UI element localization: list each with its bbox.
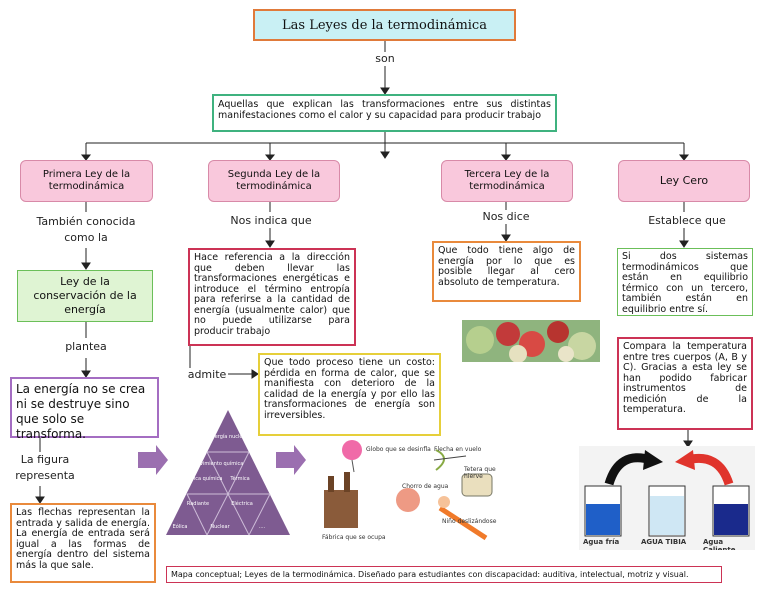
entropy-box: Hace referencia a la dirección que deben… bbox=[188, 248, 356, 346]
beakers-svg bbox=[584, 450, 750, 537]
cold-water-icon bbox=[586, 504, 620, 535]
warm-water-icon bbox=[650, 496, 684, 535]
energy-statement-box: La energía no se crea ni se destruye sin… bbox=[10, 377, 159, 441]
energy-scene-svg bbox=[324, 440, 493, 541]
first-law-link1: También conocida como la bbox=[36, 215, 136, 244]
slide-icon bbox=[438, 505, 488, 541]
frozen-fruit-photo bbox=[462, 320, 600, 362]
scene-caption-1: Flecha en vuelo bbox=[434, 446, 482, 453]
thermometer-text: Compara la temperatura entre tres cuerpo… bbox=[623, 341, 747, 415]
irreversible-text: Que todo proceso tiene un costo: pérdida… bbox=[264, 357, 435, 421]
second-law-link1: Nos indica que bbox=[230, 214, 312, 227]
pyramid-label-0: Energía nuclear bbox=[208, 433, 248, 440]
irreversible-box: Que todo proceso tiene un costo: pérdida… bbox=[258, 353, 441, 436]
beaker-label-hot: Agua Caliente bbox=[703, 538, 736, 550]
first-law-title-text: Primera Ley de la termodinámica bbox=[42, 169, 131, 192]
pyramid-label-3: Térmica bbox=[229, 475, 249, 482]
scene-caption-5: Niño deslizándose bbox=[442, 518, 497, 525]
footer-caption-text: Mapa conceptual; Leyes de la termodinámi… bbox=[171, 570, 689, 579]
hot-water-icon bbox=[714, 504, 748, 535]
pyramid-label-2: Eléctrica química bbox=[180, 475, 223, 482]
beaker-label-warm: AGUA TIBIA bbox=[641, 538, 687, 546]
energy-statement-text: La energía no se crea ni se destruye sin… bbox=[16, 382, 146, 441]
conservation-box: Ley de la conservación de la energía bbox=[17, 270, 153, 322]
beakers-illustration: Agua fría AGUA TIBIA Agua Caliente bbox=[579, 446, 755, 550]
zero-law-title-text: Ley Cero bbox=[659, 174, 709, 187]
first-law-link2: plantea bbox=[65, 340, 107, 353]
first-law-title: Primera Ley de la termodinámica bbox=[20, 160, 153, 202]
scene-caption-3: Chorro de agua bbox=[402, 483, 449, 490]
beaker-label-cold: Agua fría bbox=[583, 538, 620, 546]
map-title-text: Las Leyes de la termodinámica bbox=[282, 17, 487, 33]
entropy-text: Hace referencia a la dirección que deben… bbox=[194, 252, 350, 337]
equilibrium-box: Si dos sistemas termodinámicos que están… bbox=[617, 248, 753, 316]
figure-note-box: Las flechas representan la entrada y sal… bbox=[10, 503, 156, 583]
zero-law-link1: Establece que bbox=[648, 214, 726, 227]
pyramid-label-7: Nuclear bbox=[210, 524, 230, 530]
thermometer-box: Compara la temperatura entre tres cuerpo… bbox=[617, 337, 753, 430]
scene-caption-4: Fábrica que se ocupa bbox=[322, 534, 386, 541]
absolute-zero-box: Que todo tiene algo de energía por lo qu… bbox=[432, 241, 581, 302]
definition-box: Aquellas que explican las transformacion… bbox=[212, 94, 557, 132]
arrow-out-icon bbox=[276, 445, 306, 475]
second-law-title-text: Segunda Ley de la termodinámica bbox=[227, 169, 321, 192]
connector-son: son bbox=[375, 52, 395, 65]
pyramid-label-6: Eólica bbox=[173, 523, 188, 530]
first-law-link3: La figura representa bbox=[15, 453, 75, 482]
second-law-title: Segunda Ley de la termodinámica bbox=[208, 160, 340, 202]
scene-caption-0: Globo que se desinfla bbox=[366, 446, 431, 453]
pyramid-label-1: Movimiento química bbox=[193, 460, 244, 467]
second-law-link2: admite bbox=[187, 368, 227, 381]
figure-note-text: Las flechas representan la entrada y sal… bbox=[16, 507, 150, 571]
pyramid-label-5: Eléctrica bbox=[231, 500, 253, 507]
arrow-in-icon bbox=[138, 445, 168, 475]
balloon-icon bbox=[342, 440, 362, 460]
equilibrium-text: Si dos sistemas termodinámicos que están… bbox=[622, 251, 748, 315]
map-title: Las Leyes de la termodinámica bbox=[253, 9, 516, 41]
absolute-zero-text: Que todo tiene algo de energía por lo qu… bbox=[438, 245, 575, 288]
third-law-title-text: Tercera Ley de la termodinámica bbox=[464, 169, 550, 192]
third-law-link1: Nos dice bbox=[482, 210, 530, 223]
zero-law-title: Ley Cero bbox=[618, 160, 750, 202]
pyramid-label-8: .... bbox=[259, 524, 266, 530]
pyramid-label-4: Radiante bbox=[187, 501, 209, 507]
frozen-fruit-svg bbox=[462, 320, 600, 362]
definition-text: Aquellas que explican las transformacion… bbox=[218, 99, 551, 121]
scene-caption-2: Tetera que hierve bbox=[464, 466, 496, 480]
third-law-title: Tercera Ley de la termodinámica bbox=[441, 160, 573, 202]
factory-icon bbox=[324, 490, 358, 528]
energy-scene-illustration: Globo que se desinfla Flecha en vuelo Te… bbox=[316, 438, 500, 554]
kettle-icon bbox=[461, 473, 493, 497]
conservation-text: Ley de la conservación de la energía bbox=[33, 275, 137, 316]
footer-caption: Mapa conceptual; Leyes de la termodinámi… bbox=[166, 566, 722, 583]
water-jet-icon bbox=[396, 488, 420, 512]
